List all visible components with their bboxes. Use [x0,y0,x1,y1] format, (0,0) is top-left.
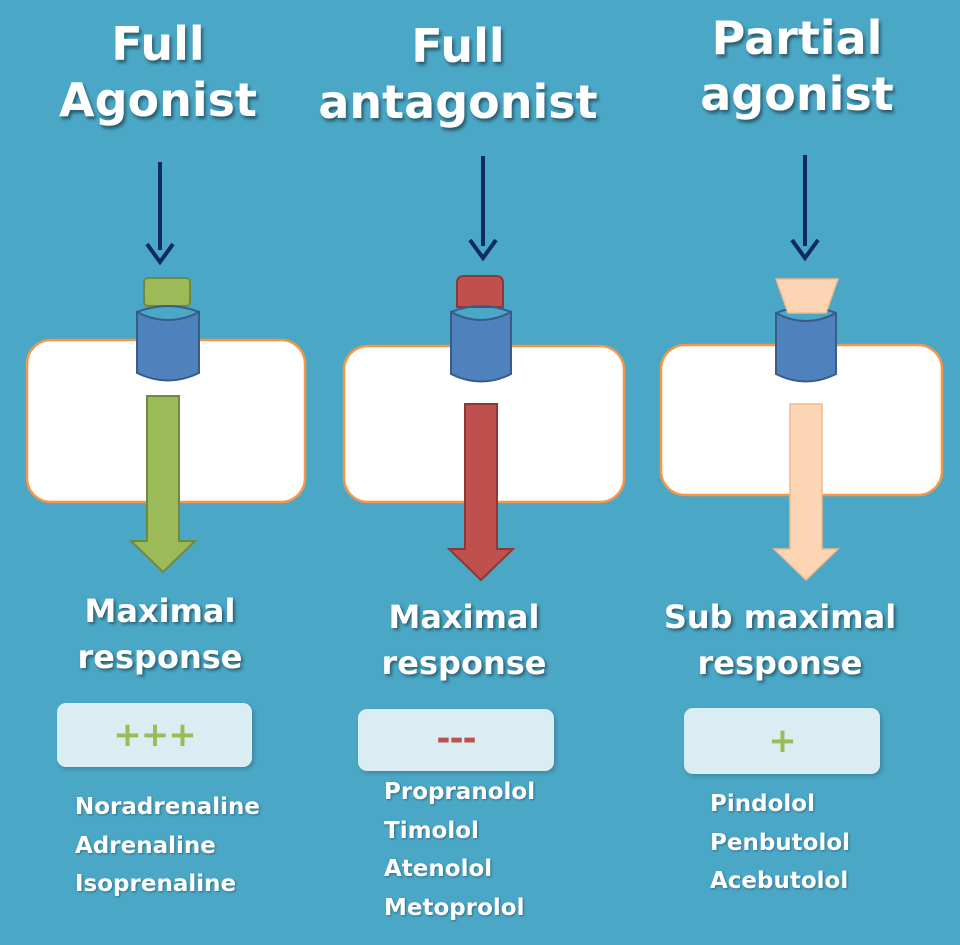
response-arrow-icon [446,403,516,582]
response-sign-box: + [684,708,880,774]
down-arrow-icon [468,156,498,262]
title-line: Agonist [58,73,257,127]
response-sign-box: +++ [57,703,252,767]
response-arrow-icon [128,395,198,574]
title-line: agonist [700,67,894,121]
drug-item: Pindolol [710,791,815,817]
response-label: Maximal response [144,594,784,686]
response-line: response [77,638,243,676]
response-line: Sub maximal [663,598,897,636]
down-arrow-icon [790,155,820,262]
antagonist-ligand-icon [456,275,504,308]
drug-item: Isoprenaline [75,871,237,897]
partial-agonist-column: Partial agonist Sub maximal response + P… [640,0,960,945]
response-line: Maximal [388,598,540,636]
drug-item: Metoprolol [384,894,525,921]
column-title: Partial agonist [637,10,957,122]
drug-list: Noradrenaline Adrenaline Isoprenaline [75,788,260,904]
receptor-icon [136,305,200,382]
response-label: Sub maximal response [620,594,940,686]
full-antagonist-graphic [342,156,626,582]
title-line: Full [411,19,505,73]
column-title: Full antagonist [298,18,618,130]
partial-agonist-graphic [659,155,944,582]
response-label: Maximal response [0,588,320,680]
response-arrow-icon [772,403,840,582]
drug-item: Adrenaline [75,832,216,859]
drug-item: Noradrenaline [75,794,260,820]
response-line: response [697,644,863,682]
drug-item: Atenolol [384,856,493,882]
response-sign-box: --- [358,709,554,771]
full-antagonist-column: Full antagonist Maximal response --- Pro… [318,0,640,945]
full-agonist-column: Full Agonist Maximal response +++ Noradr… [0,0,320,945]
title-line: Partial [711,11,883,65]
response-line: response [381,644,547,682]
column-title: Full Agonist [0,16,318,128]
drug-item: Acebutolol [710,868,849,894]
down-arrow-icon [145,162,175,266]
drug-item: Penbutolol [710,829,851,856]
drug-item: Timolol [384,817,479,844]
partial-agonist-ligand-icon [774,278,840,314]
drug-item: Propranolol [384,779,536,805]
title-line: Full [111,17,205,71]
drug-list: Pindolol Penbutolol Acebutolol [710,785,850,901]
receptor-icon [450,305,512,383]
title-line: antagonist [318,75,598,129]
response-line: Maximal [84,592,236,630]
full-agonist-graphic [25,162,307,574]
drug-list: Propranolol Timolol Atenolol Metoprolol [384,773,535,927]
